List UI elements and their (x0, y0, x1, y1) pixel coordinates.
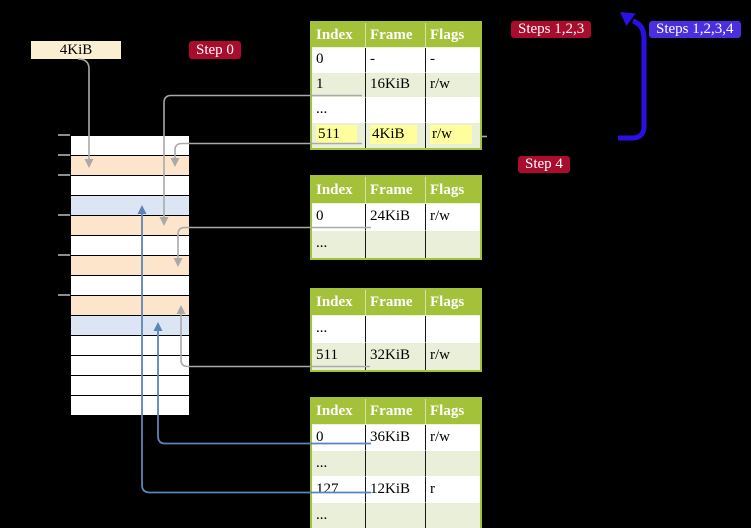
page-size-label: 4KiB (31, 41, 121, 59)
memory-row-free (71, 396, 189, 415)
table-cell: - (426, 48, 480, 73)
highlighted-value: 4KiB (370, 125, 417, 144)
table-cell: r/w (426, 204, 480, 231)
table-cell: 0 (312, 48, 366, 73)
memory-row-free (71, 336, 189, 356)
column-header-frame: Frame (366, 399, 426, 425)
table-cell (366, 98, 426, 123)
table-cell: 0 (312, 425, 366, 451)
column-header-index: Index (312, 177, 366, 204)
memory-row-page (71, 316, 189, 336)
table-cell (426, 451, 480, 477)
steps123-badge: Steps 1,2,3 (511, 21, 592, 38)
table-cell: 0 (312, 204, 366, 231)
memory-row-free (71, 376, 189, 396)
table-cell (426, 98, 480, 123)
address-tick (58, 254, 70, 256)
address-tick (58, 154, 70, 156)
recursive-loop-arrow (618, 18, 647, 141)
address-tick (58, 294, 70, 296)
table-cell (366, 503, 426, 528)
table-cell (366, 231, 426, 258)
table-cell (366, 316, 426, 343)
table-cell: ... (312, 98, 366, 123)
recursive-loop-arrowhead (620, 12, 636, 26)
table-cell: ... (312, 503, 366, 528)
memory-row-table (71, 156, 189, 176)
column-header-flags: Flags (426, 290, 480, 316)
table-cell (426, 231, 480, 258)
memory-row-free (71, 276, 189, 296)
column-header-flags: Flags (426, 23, 480, 48)
column-header-frame: Frame (366, 23, 426, 48)
table-cell: ... (312, 316, 366, 343)
column-header-index: Index (312, 290, 366, 316)
memory-row-free (71, 176, 189, 196)
table-cell: 16KiB (366, 73, 426, 98)
table-cell: 127 (312, 477, 366, 503)
table-cell: r/w (426, 343, 480, 370)
table-cell: 511 (312, 343, 366, 370)
table-cell: ... (312, 451, 366, 477)
steps1234-badge: Steps 1,2,3,4 (649, 21, 741, 38)
table-cell: ... (312, 231, 366, 258)
table-cell: 24KiB (366, 204, 426, 231)
table-cell: 4KiB (366, 123, 426, 148)
table-cell: - (366, 48, 426, 73)
highlighted-value: 511 (316, 125, 357, 144)
column-header-frame: Frame (366, 290, 426, 316)
table-cell: 12KiB (366, 477, 426, 503)
memory-row-table (71, 256, 189, 276)
table-cell: 32KiB (366, 343, 426, 370)
table-cell: 36KiB (366, 425, 426, 451)
memory-row-free (71, 356, 189, 376)
memory-row-table (71, 216, 189, 236)
table-cell (426, 503, 480, 528)
address-tick (58, 214, 70, 216)
table-cell: r/w (426, 73, 480, 98)
table-cell: 511 (312, 123, 366, 148)
column-header-index: Index (312, 23, 366, 48)
column-header-flags: Flags (426, 177, 480, 204)
memory-row-table (71, 296, 189, 316)
table-cell (426, 316, 480, 343)
address-tick (58, 174, 70, 176)
step4-badge: Step 4 (518, 156, 570, 173)
column-header-index: Index (312, 399, 366, 425)
memory-row-free (71, 236, 189, 256)
step0-badge: Step 0 (189, 41, 241, 59)
table-cell (366, 451, 426, 477)
highlighted-value: r/w (430, 125, 472, 144)
physical-memory-strip (70, 135, 190, 416)
memory-row-page (71, 196, 189, 216)
table-cell: r/w (426, 123, 480, 148)
address-tick (58, 134, 70, 136)
table-cell: 1 (312, 73, 366, 98)
table-cell: r/w (426, 425, 480, 451)
table-cell: r (426, 477, 480, 503)
column-header-frame: Frame (366, 177, 426, 204)
memory-row-free (71, 136, 189, 156)
column-header-flags: Flags (426, 399, 480, 425)
